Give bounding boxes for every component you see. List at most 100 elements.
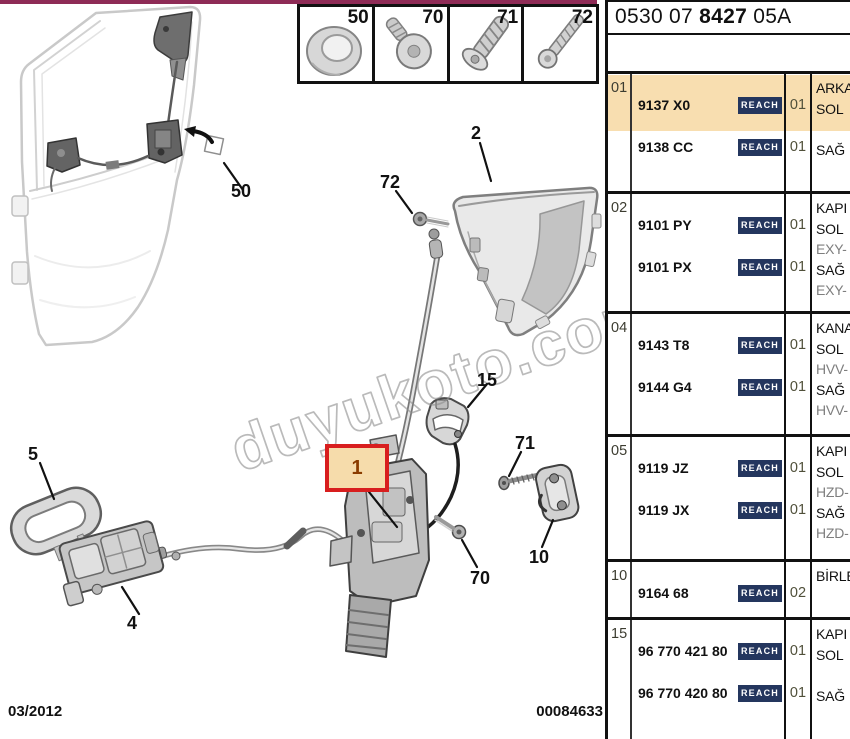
lock-cable: [393, 228, 444, 473]
part-reference: 9119 JZ: [638, 460, 689, 476]
part-label-15[interactable]: 15: [477, 370, 498, 390]
trim-panel-part: [452, 186, 602, 337]
part-row[interactable]: 9138 CC REACH: [632, 126, 784, 168]
part-number-main: 8427: [699, 5, 748, 28]
door-mechanism: [46, 11, 193, 192]
part-quantity: 02: [789, 585, 807, 601]
legend-cell-50: 50: [300, 7, 375, 81]
part-label-10[interactable]: 10: [529, 547, 550, 567]
legend-number: 71: [497, 7, 519, 28]
part-label-4[interactable]: 4: [127, 613, 138, 633]
reach-badge[interactable]: REACH: [737, 216, 782, 234]
part-quantity: 01: [789, 337, 807, 353]
description-line: SAĞ: [816, 261, 845, 278]
part-label-1-highlighted[interactable]: 1: [325, 444, 389, 492]
part-row[interactable]: 9164 68 REACH: [632, 572, 784, 614]
group-refs: 9119 JZ REACH 9119 JX REACH: [632, 437, 786, 559]
legend-cell-71: 71: [450, 7, 525, 81]
tapping-screw-icon: [461, 15, 509, 71]
reach-badge[interactable]: REACH: [737, 459, 782, 477]
revision-date: 03/2012: [8, 703, 63, 720]
legend-cell-70: 70: [375, 7, 450, 81]
cable-clip-part: [425, 397, 470, 529]
group-number: 05: [608, 437, 632, 559]
group-refs: 9164 68 REACH: [632, 562, 786, 617]
description-line: [816, 665, 850, 686]
part-reference: 9101 PY: [638, 217, 692, 233]
handle-cable: [151, 526, 345, 561]
part-quantity: 01: [789, 460, 807, 476]
part-number-prefix: 0530 07: [615, 5, 700, 28]
long-screw-icon: [538, 13, 585, 69]
reach-badge[interactable]: REACH: [737, 642, 782, 660]
part-label-50[interactable]: 50: [231, 181, 252, 201]
part-reference: 9119 JX: [638, 502, 690, 518]
description-line: SOL: [816, 340, 844, 357]
part-quantity: 01: [789, 259, 807, 275]
door-outline: [11, 5, 202, 347]
reach-badge[interactable]: REACH: [737, 501, 782, 519]
description-line: SAĞ: [816, 504, 845, 521]
part-reference: 9164 68: [638, 585, 689, 601]
grommet-marker: [184, 126, 225, 156]
part-label-72[interactable]: 72: [380, 172, 401, 192]
description-line: SAĞ: [816, 381, 845, 398]
selected-row-highlight: [608, 75, 850, 131]
table-group-10: 10 9164 68 REACH 02 BİRLE: [608, 562, 850, 620]
description-line: BİRLE: [816, 568, 850, 584]
part-label-2[interactable]: 2: [471, 123, 482, 143]
description-line: HVV-: [816, 402, 848, 418]
group-qtys: 02: [786, 562, 812, 617]
part-label-5[interactable]: 5: [28, 444, 39, 464]
legend-cell-72: 72: [524, 7, 596, 81]
description-line: HVV-: [816, 361, 848, 377]
handle-surround-part: [9, 486, 103, 562]
part-label-70[interactable]: 70: [470, 568, 491, 588]
screw-72-marker: [412, 211, 450, 228]
part-row[interactable]: 96 770 420 80 REACH: [632, 672, 784, 714]
reach-badge[interactable]: REACH: [737, 336, 782, 354]
reach-badge[interactable]: REACH: [737, 138, 782, 156]
part-reference: 9138 CC: [638, 139, 694, 155]
description-line: EXY-: [816, 282, 847, 298]
reach-badge[interactable]: REACH: [737, 96, 782, 114]
description-line: KAPI: [816, 626, 848, 642]
group-number: 02: [608, 194, 632, 311]
reach-badge[interactable]: REACH: [737, 258, 782, 276]
group-number: 01: [608, 74, 632, 191]
part-row[interactable]: 9101 PY REACH: [632, 204, 784, 246]
description-line: EXY-: [816, 241, 847, 257]
reach-badge[interactable]: REACH: [737, 684, 782, 702]
part-quantity: 01: [789, 502, 807, 518]
part-row[interactable]: 9101 PX REACH: [632, 246, 784, 288]
part-quantity: 01: [789, 379, 807, 395]
part-reference: 9101 PX: [638, 259, 692, 275]
short-screw-icon: [385, 17, 432, 70]
description-line: SAĞ: [816, 687, 845, 704]
part-row[interactable]: 9119 JX REACH: [632, 489, 784, 531]
reach-badge[interactable]: REACH: [737, 378, 782, 396]
group-qtys: 01 01: [786, 437, 812, 559]
group-number: 10: [608, 562, 632, 617]
lock-assembly-part: [329, 434, 430, 658]
description-line: ARKA: [816, 80, 850, 96]
part-row[interactable]: 9119 JZ REACH: [632, 447, 784, 489]
part-label-71[interactable]: 71: [515, 433, 536, 453]
part-reference: 96 770 420 80: [638, 685, 728, 701]
reach-badge[interactable]: REACH: [737, 584, 782, 602]
group-number: 04: [608, 314, 632, 434]
